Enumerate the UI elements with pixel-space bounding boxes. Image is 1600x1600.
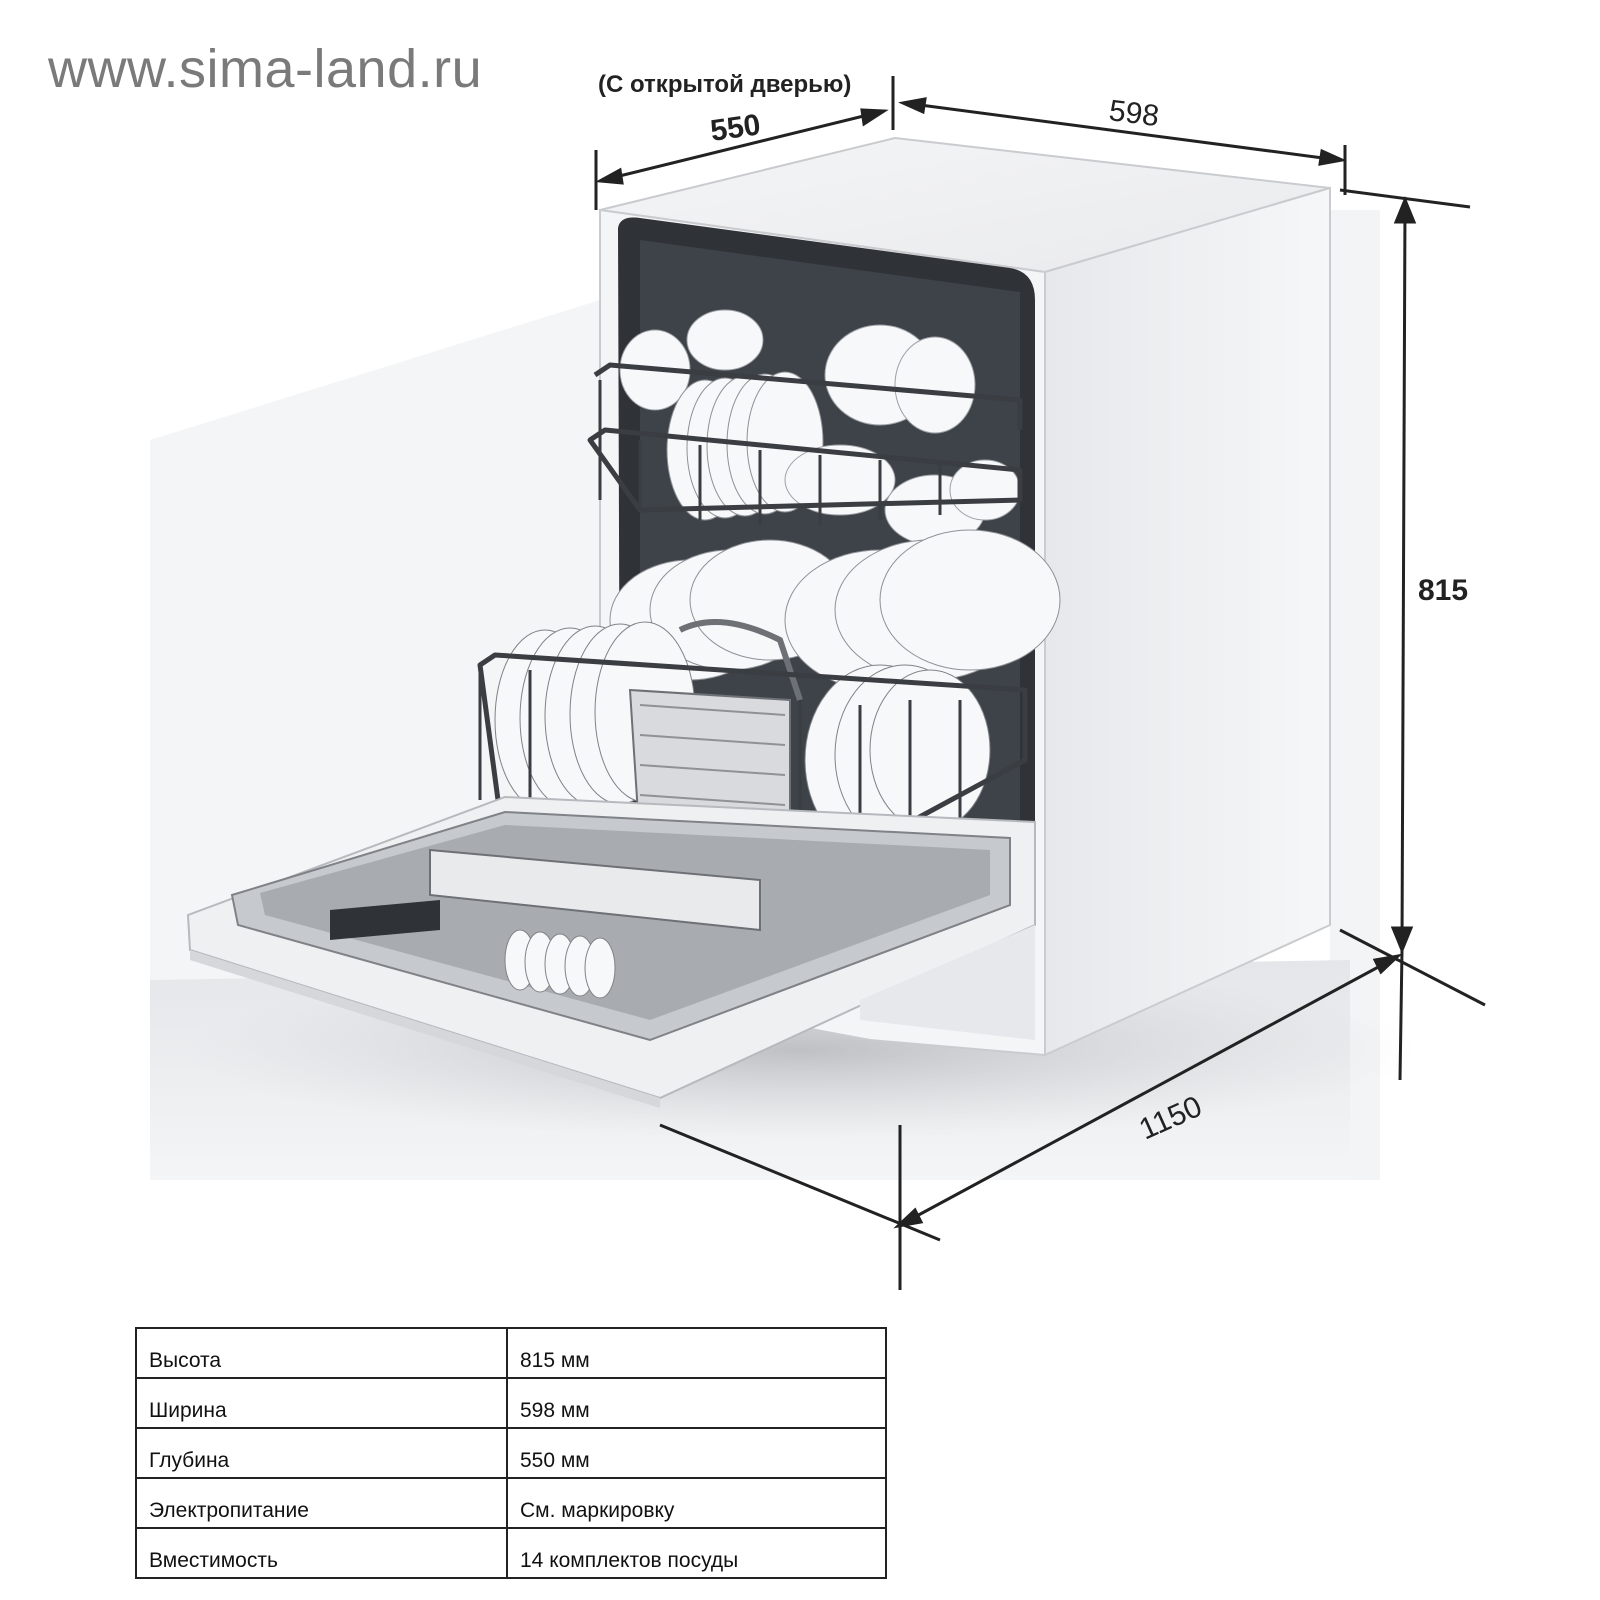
spec-value: 815 мм <box>506 1327 887 1379</box>
door-open-note: (С открытой дверью) <box>598 71 851 98</box>
dimension-lines <box>594 76 1486 1290</box>
spec-value: 598 мм <box>506 1377 887 1429</box>
table-row: Глубина 550 мм <box>135 1427 887 1479</box>
spec-label: Глубина <box>135 1427 508 1479</box>
table-row: Высота 815 мм <box>135 1327 887 1379</box>
specs-table: Высота 815 мм Ширина 598 мм Глубина 550 … <box>135 1327 887 1579</box>
spec-value: 550 мм <box>506 1427 887 1479</box>
table-row: Электропитание См. маркировку <box>135 1477 887 1529</box>
site-watermark: www.sima-land.ru <box>48 39 483 99</box>
table-row: Вместимость 14 комплектов посуды <box>135 1527 887 1579</box>
open-door <box>186 795 1036 1108</box>
spec-value: См. маркировку <box>506 1477 887 1529</box>
spec-label: Электропитание <box>135 1477 508 1529</box>
plinth <box>860 925 1035 1040</box>
lower-rack <box>477 529 1061 863</box>
width-label: 598 <box>1107 94 1161 133</box>
spec-label: Высота <box>135 1327 508 1379</box>
backdrop-right <box>1330 210 1380 1180</box>
dishwasher-illustration: (С открытой дверью) 550 598 815 1150 <box>150 71 1486 1290</box>
cabinet-side <box>1044 186 1331 1057</box>
upper-rack <box>587 309 1023 546</box>
depth-label: 550 <box>708 108 762 148</box>
spec-label: Ширина <box>135 1377 508 1429</box>
table-row: Ширина 598 мм <box>135 1377 887 1429</box>
height-label: 815 <box>1418 574 1468 607</box>
spec-value: 14 комплектов посуды <box>506 1527 887 1579</box>
spec-label: Вместимость <box>135 1527 508 1579</box>
